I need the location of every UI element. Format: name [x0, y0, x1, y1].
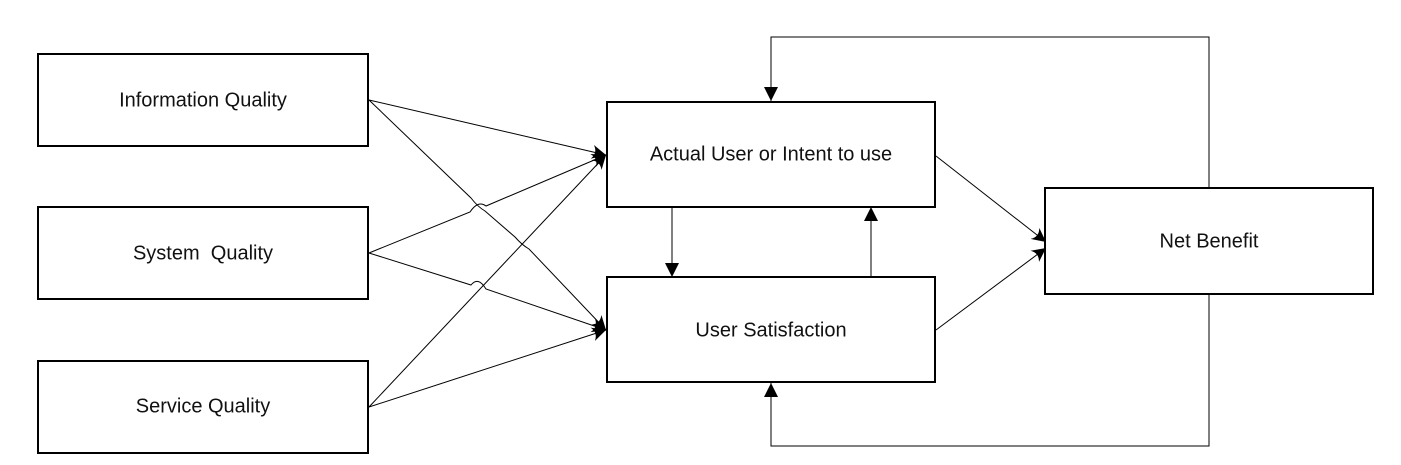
- node-information-quality: Information Quality: [37, 53, 369, 147]
- node-user-satisfaction: User Satisfaction: [606, 276, 936, 383]
- edge-service-to-actual-use: [368, 154, 607, 408]
- edge-net-benefit-feedback-to-actual-use: [764, 36, 1210, 188]
- edge-system-to-user-satisfaction: [368, 252, 607, 333]
- node-actual-use-label: Actual User or Intent to use: [650, 143, 892, 165]
- edge-net-benefit-feedback-to-user-satisfaction: [764, 294, 1210, 447]
- edges: [368, 36, 1210, 447]
- edge-information-to-user-satisfaction: [368, 99, 607, 331]
- node-actual-use: Actual User or Intent to use: [606, 101, 936, 208]
- edge-user-satisfaction-to-net-benefit: [935, 247, 1047, 331]
- edge-actual-use-to-net-benefit: [935, 155, 1047, 243]
- node-net-benefit: Net Benefit: [1044, 187, 1374, 295]
- node-system-quality-label: System Quality: [133, 242, 273, 264]
- node-system-quality: System Quality: [37, 206, 369, 300]
- edge-information-to-actual-use: [368, 99, 607, 159]
- node-service-quality-label: Service Quality: [136, 395, 271, 417]
- node-net-benefit-label: Net Benefit: [1160, 230, 1259, 252]
- edge-system-to-actual-use: [368, 154, 607, 254]
- node-service-quality: Service Quality: [37, 360, 369, 454]
- node-user-satisfaction-label: User Satisfaction: [695, 319, 846, 341]
- edge-service-to-user-satisfaction: [368, 327, 607, 408]
- node-information-quality-label: Information Quality: [119, 89, 287, 111]
